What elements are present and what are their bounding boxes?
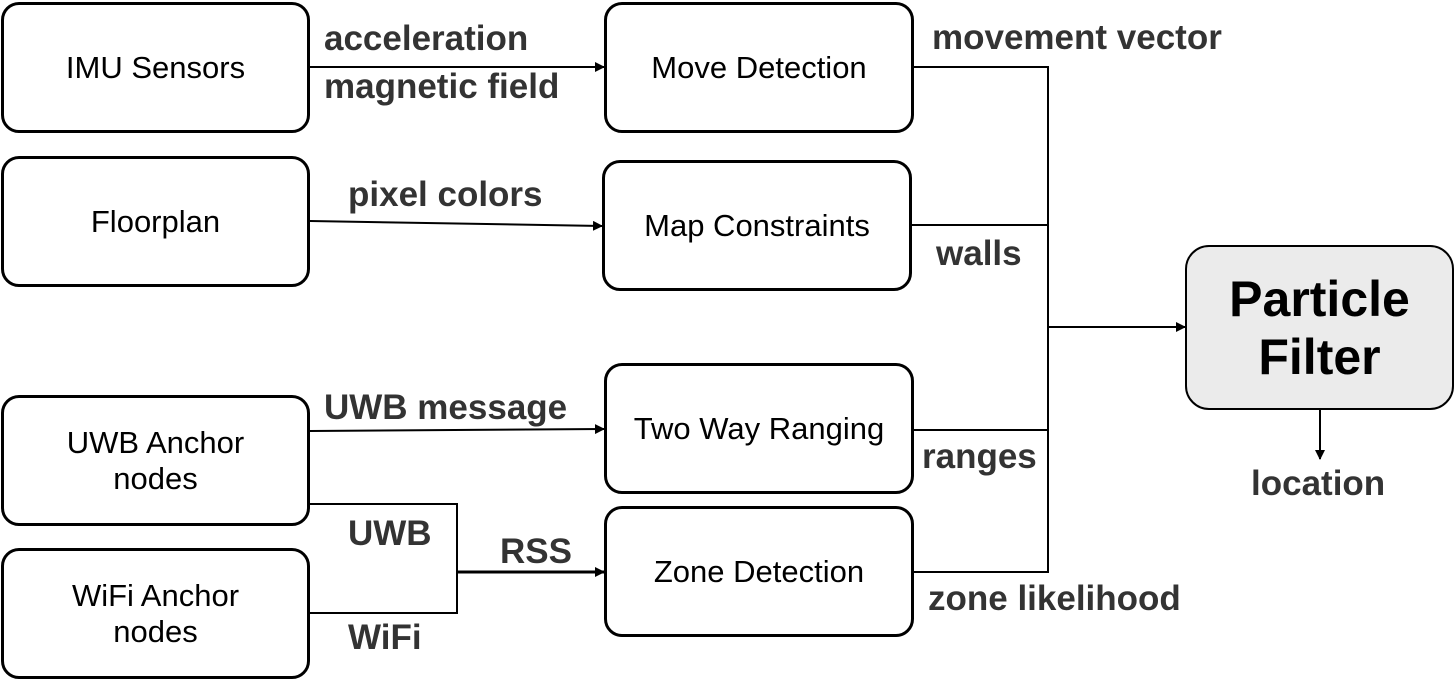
- label-ranges: ranges: [922, 437, 1037, 476]
- label-uwb-message: UWB message: [324, 388, 568, 427]
- particle-filter-box: Particle Filter: [1185, 245, 1454, 410]
- imu-sensors-box: IMU Sensors: [1, 2, 310, 133]
- label-wifi: WiFi: [348, 618, 422, 657]
- two-way-ranging-box: Two Way Ranging: [604, 363, 914, 494]
- label-location: location: [1251, 464, 1386, 503]
- label-acceleration: acceleration: [324, 19, 529, 58]
- zone-detection-box: Zone Detection: [604, 506, 914, 637]
- map-constraints-box: Map Constraints: [602, 160, 912, 291]
- label-uwb: UWB: [348, 514, 432, 553]
- move-detection-box: Move Detection: [604, 2, 914, 133]
- label-movement-vector: movement vector: [932, 18, 1222, 57]
- label-walls: walls: [936, 234, 1022, 273]
- wifi-anchor-nodes-box: WiFi Anchor nodes: [1, 548, 310, 679]
- connector-uwb-wifi-merge: [310, 503, 458, 614]
- arrow-uwb-to-twr: [309, 424, 605, 435]
- floorplan-box: Floorplan: [1, 156, 310, 287]
- label-magnetic-field: magnetic field: [324, 67, 560, 106]
- arrow-floorplan-to-map: [309, 220, 603, 231]
- label-rss: RSS: [500, 532, 572, 571]
- uwb-anchor-nodes-box: UWB Anchor nodes: [1, 395, 310, 526]
- label-pixel-colors: pixel colors: [348, 175, 543, 214]
- label-zone-likelihood: zone likelihood: [928, 579, 1181, 618]
